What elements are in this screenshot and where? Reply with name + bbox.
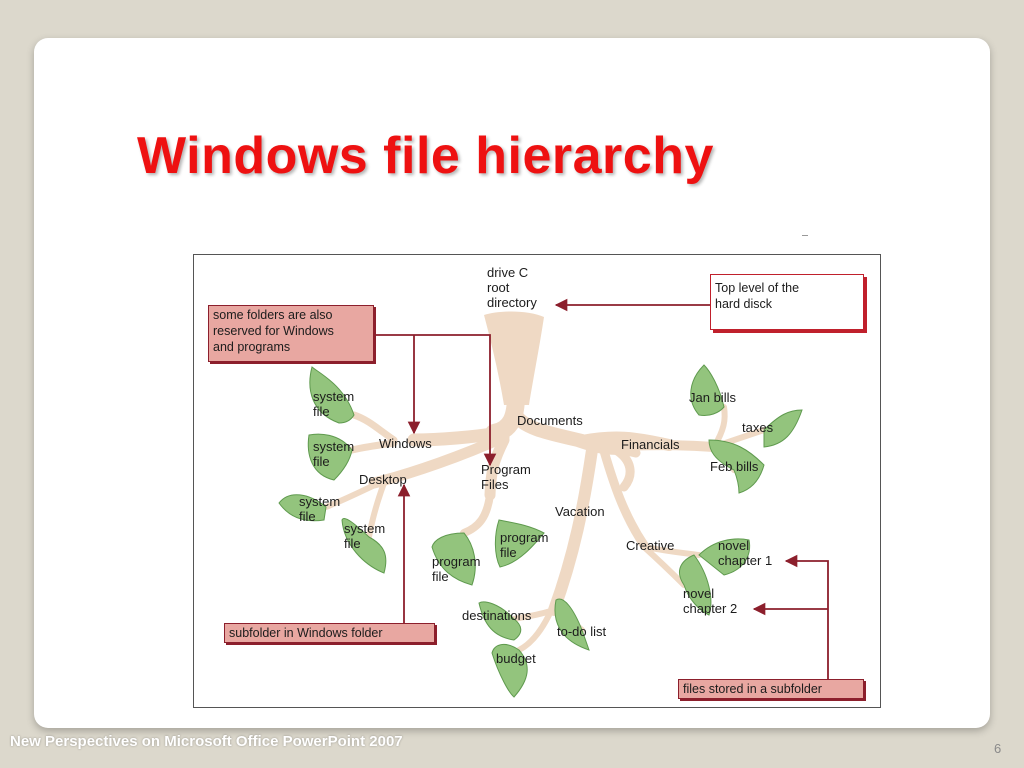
tree-branches [323,386,767,653]
system-file-label-2: system file [313,439,355,469]
vacation-folder-label: Vacation [555,504,605,519]
file-hierarchy-diagram: drive C root directory Windows Desktop P… [193,254,881,708]
leaf-system-file-3 [278,494,327,522]
leaf-novel-chapter-2 [679,554,712,616]
leaf-system-file-2 [307,433,353,481]
tree-graphic [278,298,829,698]
callout-arrows [374,298,829,679]
system-file-label-1: system file [313,389,355,419]
slide-title: Windows file hierarchy [137,127,714,185]
leaf-feb-bills [708,439,765,494]
footer-text: New Perspectives on Microsoft Office Pow… [10,733,403,750]
taxes-file-label: taxes [742,420,774,435]
desktop-folder-label: Desktop [359,472,407,487]
leaf-destinations [478,601,522,641]
leaf-novel-chapter-1 [698,538,751,576]
budget-file-label: budget [496,651,536,666]
leaves [278,364,803,698]
top-level-callout: Top level of the hard disck [710,274,864,330]
system-file-label-4: system file [344,521,386,551]
documents-folder-label: Documents [517,413,583,428]
windows-folder-label: Windows [379,436,432,451]
leaf-todo-list [554,598,590,651]
tree-trunk [484,311,544,405]
root-directory-label: drive C root directory [487,265,537,310]
creative-folder-label: Creative [626,538,675,553]
program-file-label-2: program file [432,554,481,584]
program-files-folder-label: Program Files [481,462,531,492]
todo-list-file-label: to-do list [557,624,607,639]
financials-folder-label: Financials [621,437,680,452]
program-file-label-1: program file [500,530,549,560]
leaf-program-file-2 [494,519,545,568]
novel-chapter-1-file-label: novel chapter 1 [718,538,773,568]
system-file-label-3: system file [299,494,341,524]
leaf-program-file-1 [431,532,476,586]
subfolder-windows-callout: subfolder in Windows folder [224,623,435,643]
leaf-system-file-4 [341,518,387,574]
jan-bills-file-label: Jan bills [689,390,736,405]
slide: Windows file hierarchy [34,38,1001,756]
decorative-dash [802,235,808,236]
feb-bills-file-label: Feb bills [710,459,759,474]
leaf-jan-bills [690,364,725,416]
destinations-file-label: destinations [462,608,532,623]
leaf-taxes [763,409,803,448]
leaf-budget [491,643,528,698]
reserved-folders-callout: some folders are also reserved for Windo… [208,305,374,362]
novel-chapter-2-file-label: novel chapter 2 [683,586,738,616]
files-subfolder-callout: files stored in a subfolder [678,679,864,699]
leaf-system-file-1 [309,366,355,424]
page-number: 6 [994,741,1002,756]
